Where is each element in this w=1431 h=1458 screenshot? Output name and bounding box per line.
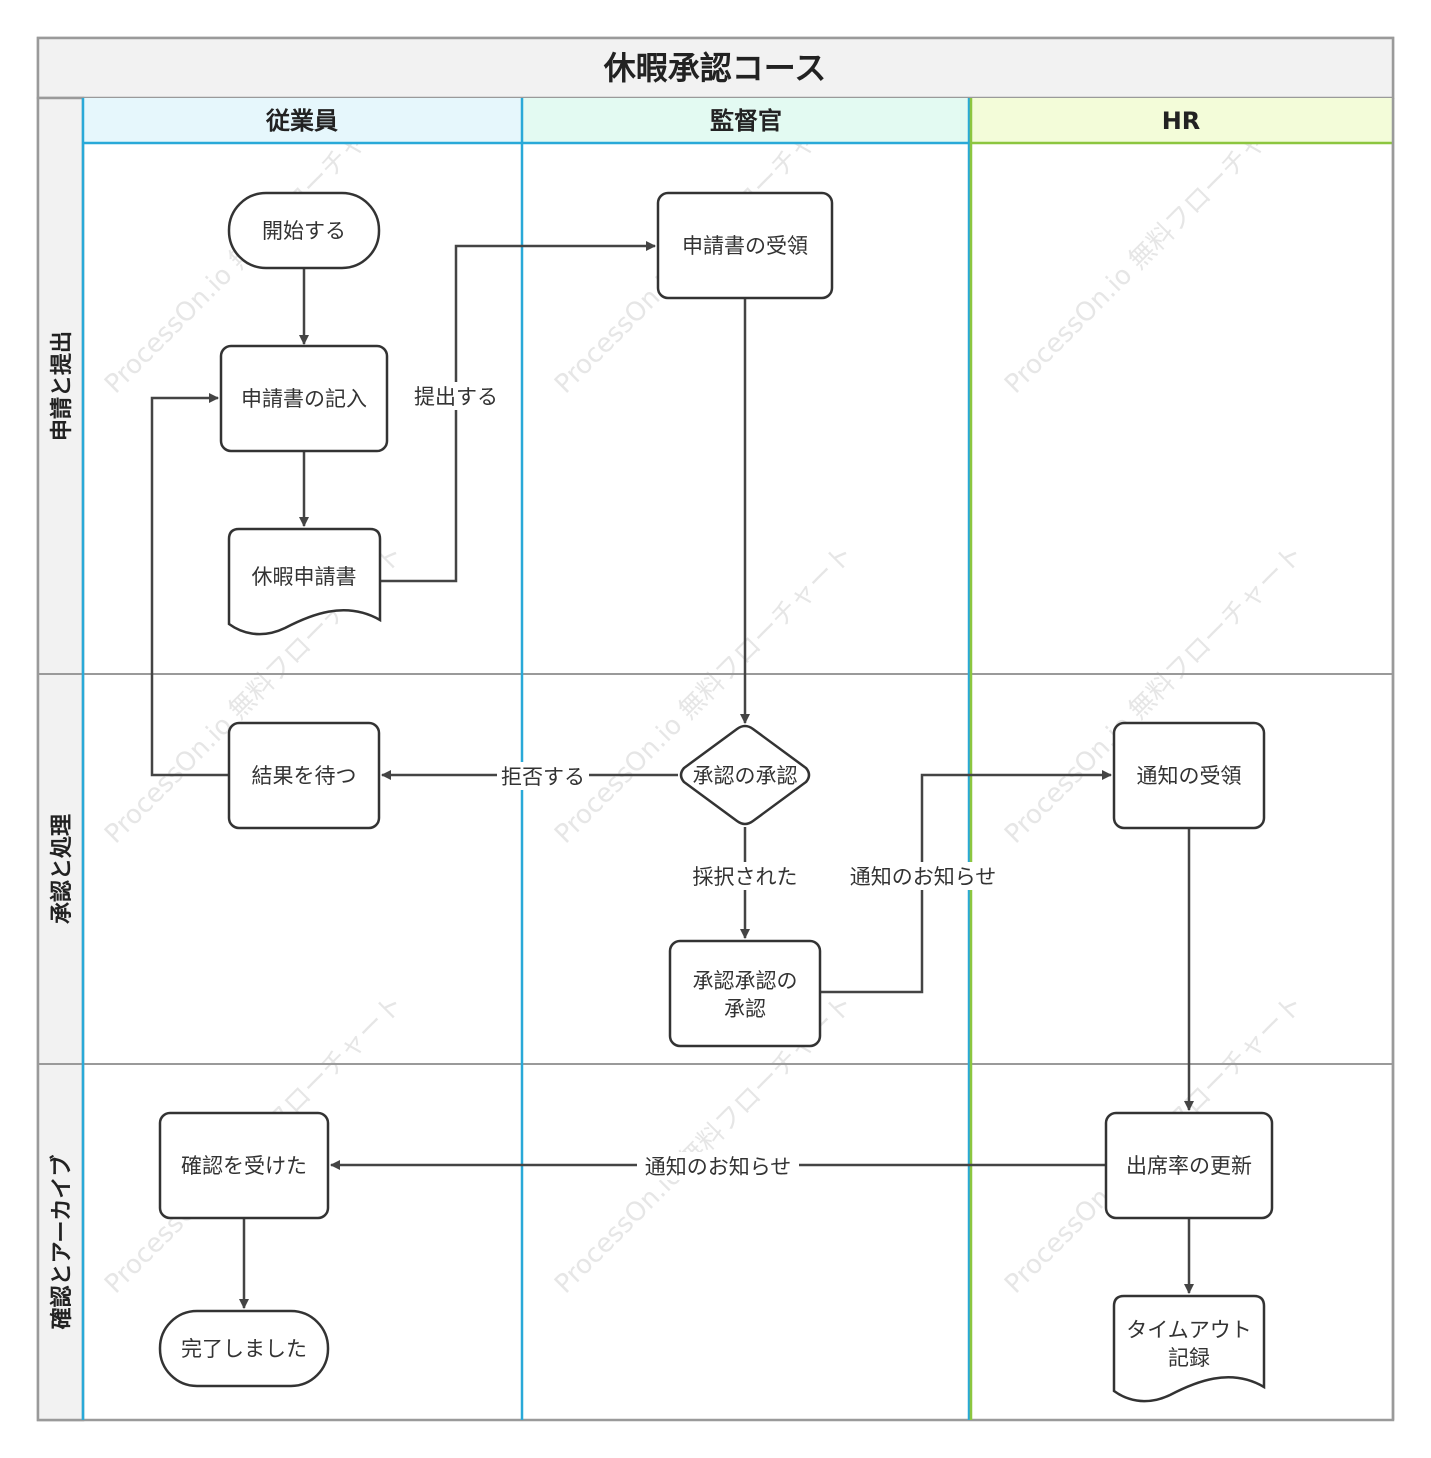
node-receive-notice[interactable] <box>1112 721 1266 830</box>
node-receive-form[interactable] <box>656 191 834 300</box>
title-bar <box>36 36 1395 100</box>
node-wait-result[interactable] <box>227 721 381 830</box>
lane-header-hr <box>970 98 1393 143</box>
node-confirmed[interactable] <box>158 1111 330 1220</box>
nodes: 開始する 申請書の記入 休暇申請書 申請書の受領 承認の承認 結果を待つ 承認承… <box>158 191 1274 1403</box>
node-approved-approval[interactable] <box>668 939 822 1048</box>
edge-leaveform-to-receive <box>380 241 656 583</box>
edge-label-submit: 提出する <box>414 385 498 409</box>
node-fill-form-label: 申請書の記入 <box>241 387 367 411</box>
lane-label-supervisor: 監督官 <box>710 107 782 135</box>
node-start-label: 開始する <box>262 219 346 243</box>
node-done[interactable] <box>158 1309 330 1388</box>
node-leave-form[interactable] <box>227 527 382 636</box>
phase-label-approve: 承認と処理 <box>49 814 75 924</box>
edges <box>150 241 1194 1309</box>
node-timeout-record-label: タイムアウト記録 <box>1126 1318 1252 1370</box>
phase-label-confirm: 確認とアーカイブ <box>49 1155 75 1330</box>
node-update-attendance[interactable] <box>1104 1111 1274 1220</box>
diagram-title: 休暇承認コース <box>603 49 826 87</box>
phase-label-apply: 申請と提出 <box>49 331 75 441</box>
phase-column <box>36 96 85 1422</box>
node-confirmed-label: 確認を受けた <box>181 1154 307 1178</box>
edge-label-notify-employee: 通知のお知らせ <box>645 1155 792 1179</box>
node-receive-form-label: 申請書の受領 <box>682 234 808 258</box>
node-approve-decision-label: 承認の承認 <box>693 764 798 788</box>
lane-header-supervisor <box>522 98 970 143</box>
node-receive-notice-label: 通知の受領 <box>1137 764 1242 788</box>
node-fill-form[interactable] <box>219 344 389 453</box>
node-approved-approval-label: 承認承認の承認 <box>693 969 798 1021</box>
edge-label-accepted: 採択された <box>693 865 798 889</box>
node-start[interactable] <box>227 191 381 270</box>
watermark-text: ProcessOn.io 無料フローチャート <box>549 539 859 849</box>
edge-wait-to-fill <box>150 393 229 777</box>
lane-label-hr: HR <box>1162 107 1201 135</box>
edge-label-reject: 拒否する <box>501 765 585 789</box>
node-timeout-record[interactable] <box>1112 1294 1266 1403</box>
lane-header-employee <box>83 98 522 143</box>
lane-label-employee: 従業員 <box>265 107 338 135</box>
node-update-attendance-label: 出席率の更新 <box>1126 1154 1252 1178</box>
edge-labels: 提出する 拒否する 採択された 通知のお知らせ 通知のお知らせ <box>408 382 1004 1180</box>
node-leave-form-label: 休暇申請書 <box>252 565 357 589</box>
node-wait-result-label: 結果を待つ <box>252 764 357 788</box>
node-approve-decision[interactable] <box>679 724 811 826</box>
node-done-label: 完了しました <box>181 1337 307 1361</box>
edge-label-notify-hr: 通知のお知らせ <box>850 865 997 889</box>
